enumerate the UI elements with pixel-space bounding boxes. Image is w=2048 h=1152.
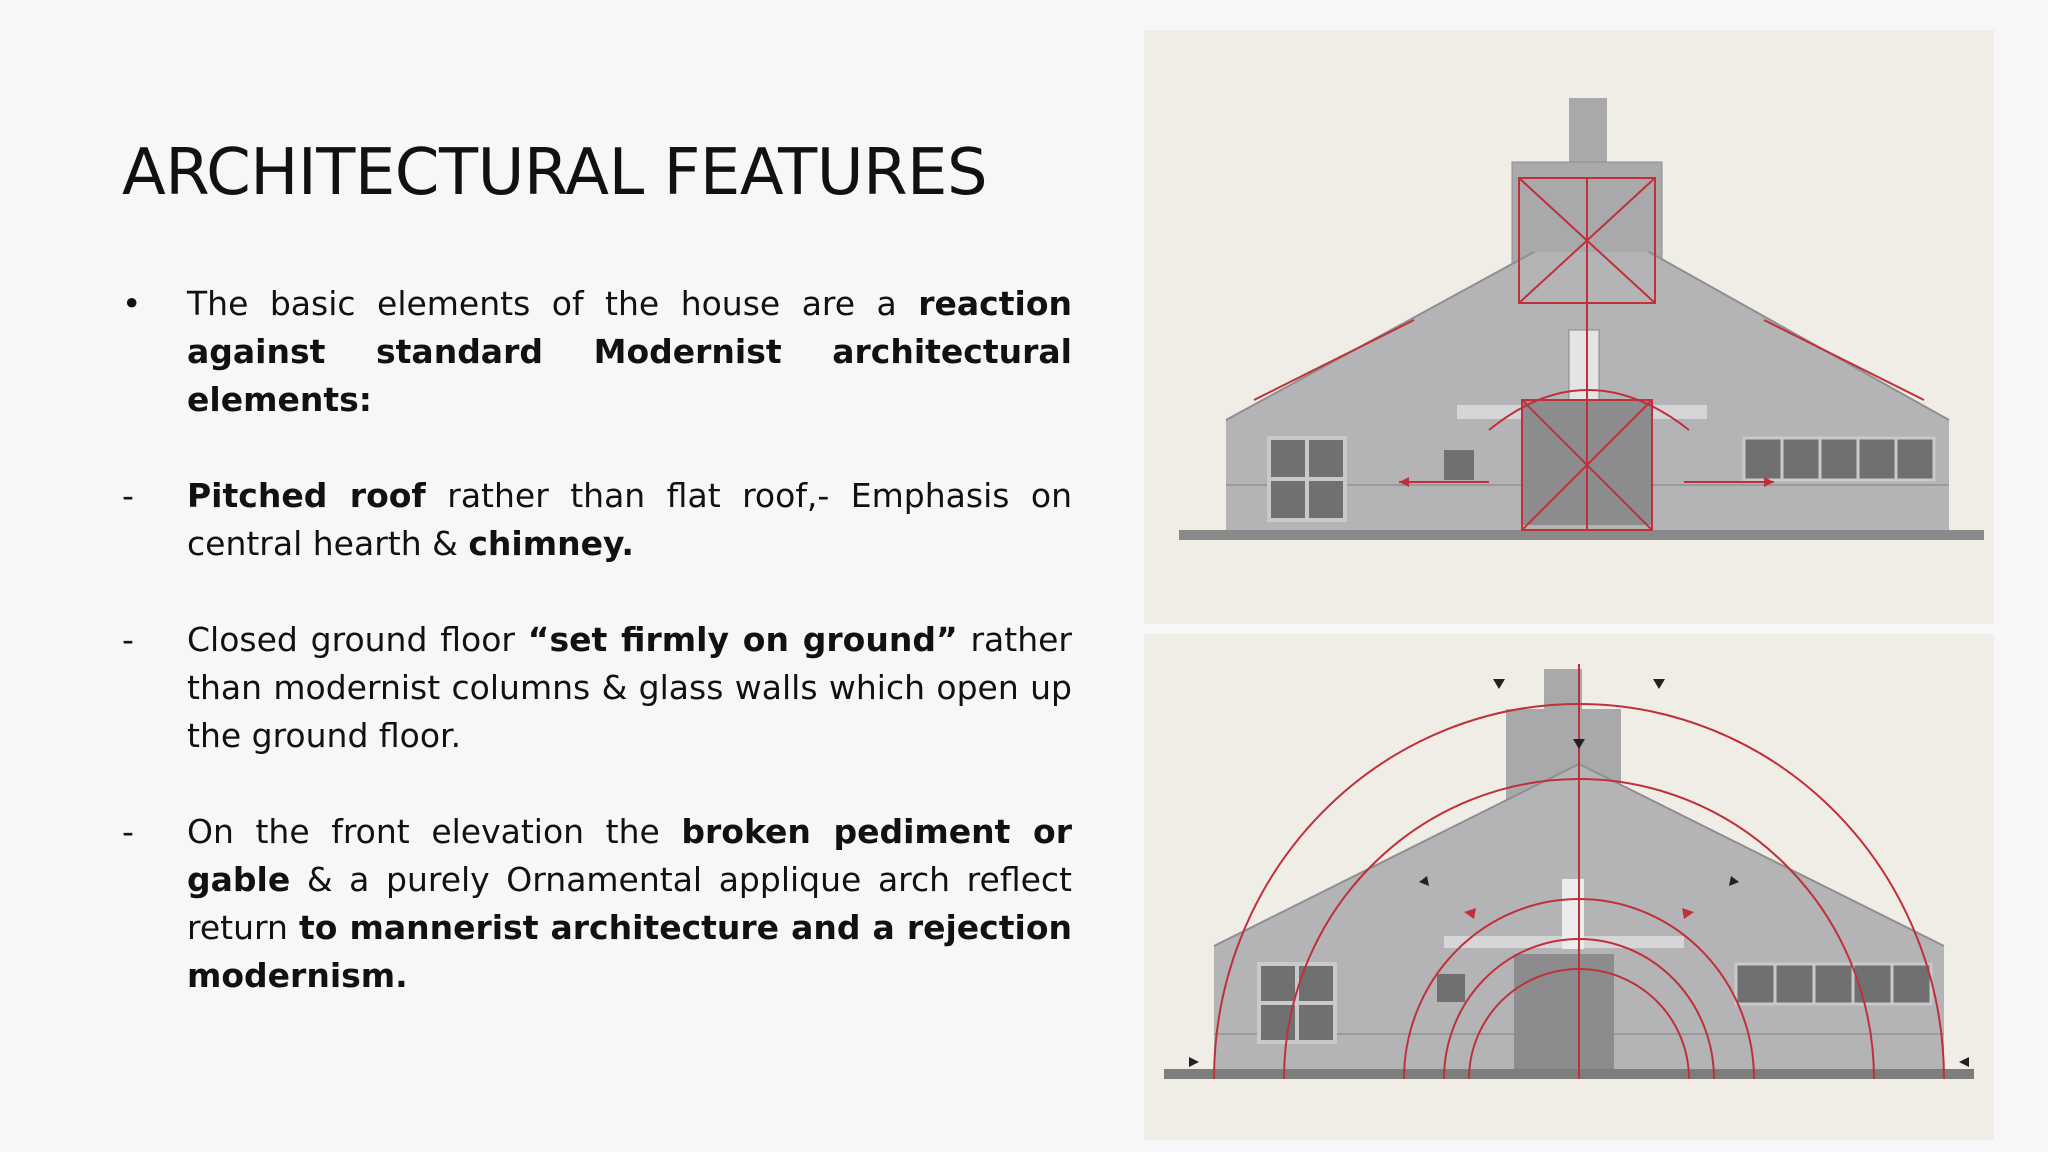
dash-marker: - <box>122 620 134 659</box>
list-item: • The basic elements of the house are a … <box>122 280 1072 424</box>
bullet-list: • The basic elements of the house are a … <box>122 280 1072 1048</box>
elevation-diagram-geometry <box>1144 30 1994 624</box>
dash-marker: - <box>122 476 134 515</box>
list-item-text: On the front elevation the broken pedime… <box>187 812 1072 995</box>
slide-title: ARCHITECTURAL FEATURES <box>122 136 988 210</box>
elevation-diagram-arcs-svg <box>1164 664 1974 1080</box>
list-item-text: The basic elements of the house are a re… <box>187 284 1072 419</box>
list-item: - Pitched roof rather than flat roof,- E… <box>122 472 1072 568</box>
list-item: - Closed ground floor “set firmly on gro… <box>122 616 1072 760</box>
list-item-text: Closed ground floor “set firmly on groun… <box>187 620 1072 755</box>
elevation-diagram-arcs <box>1144 634 1994 1140</box>
list-item-text: Pitched roof rather than flat roof,- Emp… <box>187 476 1073 563</box>
list-item: - On the front elevation the broken pedi… <box>122 808 1072 1000</box>
dash-marker: - <box>122 812 134 851</box>
bullet-marker: • <box>122 284 142 323</box>
elevation-diagram-geometry-svg <box>1179 98 1984 540</box>
